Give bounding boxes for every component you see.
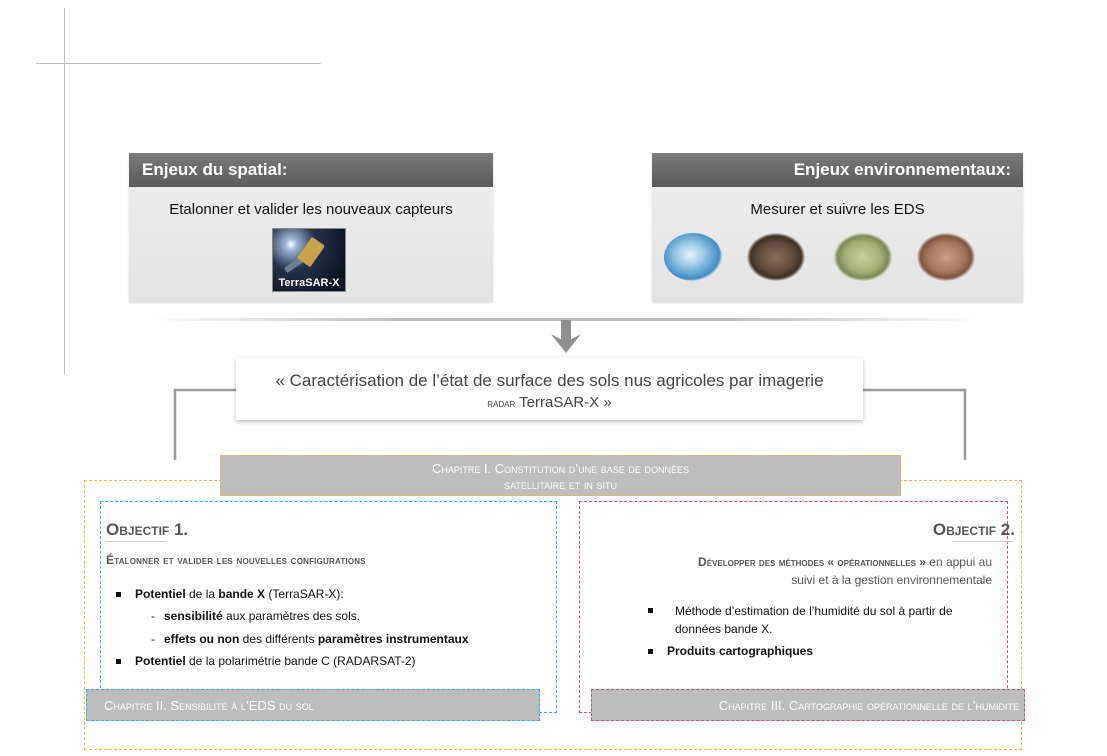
chapter2-box: Chapitre II. Sensibilité à l’EDS du sol (86, 689, 540, 721)
bullet-square-icon (116, 659, 121, 665)
objective2-underline (953, 541, 1013, 542)
objective1-bullet2: Potentiel de la polarimétrie bande C (RA… (116, 654, 416, 668)
vegetated-soil-image (834, 233, 892, 281)
environmental-stakes-header: Enjeux environnementaux: (652, 153, 1023, 187)
satellite-label: TerraSAR-X (278, 277, 340, 289)
objective2-bullet2: Produits cartographiques (648, 644, 813, 658)
space-stakes-header: Enjeux du spatial: (129, 153, 493, 187)
rough-soil-image (747, 233, 805, 281)
corner-vertical-line (64, 8, 65, 374)
space-stakes-subtitle: Etalonner et valider les nouveaux capteu… (169, 201, 453, 218)
thesis-title-line2: radar TerraSAR-X » (236, 394, 863, 411)
flow-arrows (173, 320, 967, 460)
wet-soil-image (664, 233, 722, 281)
bullet-square-icon (648, 649, 653, 655)
thesis-title-line2-rest: TerraSAR-X » (515, 394, 612, 411)
objective1-subbullet1: -sensibilité aux paramètres des sols. (151, 609, 361, 623)
chapter1-line1: Chapitre I. Constitution d’une base de d… (431, 461, 690, 476)
radar-word: radar (487, 396, 516, 410)
objective1-underline (106, 541, 166, 542)
environmental-stakes-box: Enjeux environnementaux: Mesurer et suiv… (652, 153, 1023, 302)
separator-bar (148, 318, 983, 321)
terrasar-x-satellite-image: TerraSAR-X (272, 228, 346, 292)
chapter1-box: Chapitre I. Constitution d’une base de d… (220, 455, 901, 496)
objective1-heading: Étalonner et valider les nouvelles confi… (106, 553, 366, 567)
objective1-title: Objectif 1. (106, 520, 189, 539)
bullet-square-icon (116, 592, 121, 598)
bullet-square-icon (648, 608, 653, 613)
thesis-title-box: « Caractérisation de l’état de surface d… (236, 358, 863, 420)
chapter1-line2: satellitaire et in situ (503, 477, 618, 492)
corner-horizontal-line (36, 63, 321, 64)
objective2-bullet1: Méthode d’estimation de l’humidité du so… (648, 602, 992, 638)
chapter3-box: Chapitre III. Cartographie opérationnell… (591, 689, 1025, 721)
thesis-title-line1: « Caractérisation de l’état de surface d… (275, 371, 824, 390)
objective2-title: Objectif 2. (932, 520, 1015, 539)
cracked-soil-image (917, 233, 975, 281)
objective1-bullet1: Potentiel de la bande X (TerraSAR-X): (116, 587, 344, 601)
objective1-subbullet2: -effets ou non des différents paramètres… (151, 632, 469, 646)
environmental-stakes-subtitle: Mesurer et suivre les EDS (750, 201, 925, 218)
objective2-heading: Développer des méthodes « opérationnelle… (698, 555, 992, 587)
